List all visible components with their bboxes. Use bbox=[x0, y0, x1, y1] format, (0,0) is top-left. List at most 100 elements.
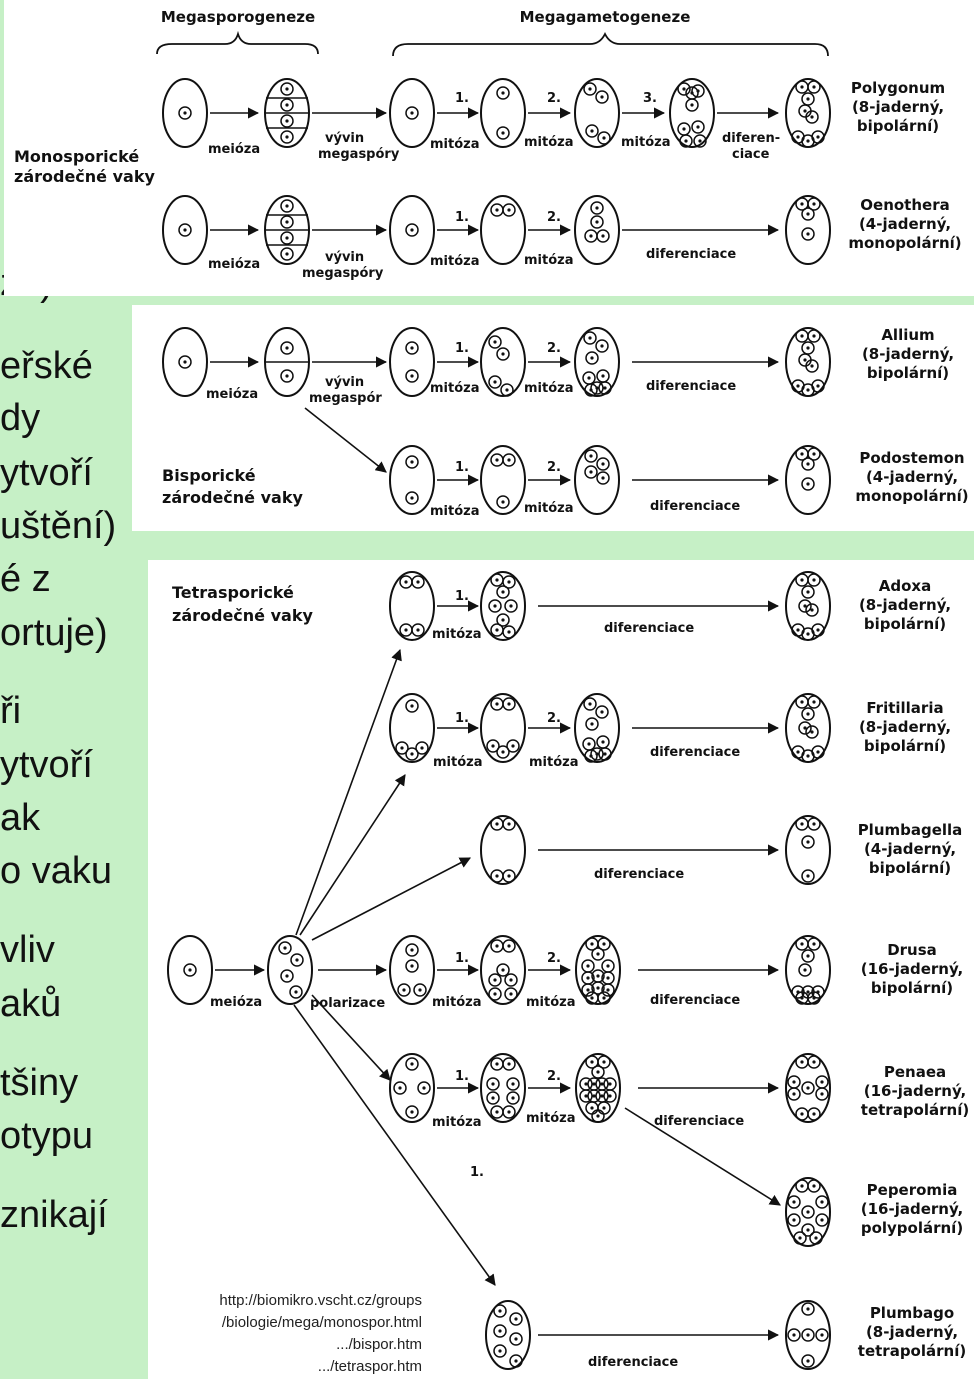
nucleolus bbox=[495, 822, 499, 826]
type-penaea-line-2: tetrapolární) bbox=[861, 1101, 969, 1119]
nucleolus bbox=[812, 452, 816, 456]
embryo-sac bbox=[575, 935, 621, 1005]
nucleus bbox=[502, 869, 516, 883]
nucleus bbox=[280, 130, 294, 144]
nucleolus bbox=[410, 704, 414, 708]
nucleus bbox=[178, 106, 192, 120]
nucleolus bbox=[682, 127, 686, 131]
background-text-3: ytvoří bbox=[0, 452, 93, 494]
nucleolus bbox=[806, 1228, 810, 1232]
nucleolus bbox=[820, 1080, 824, 1084]
nucleus bbox=[496, 126, 510, 140]
nucleolus bbox=[596, 974, 600, 978]
background-text-7: ři bbox=[0, 690, 22, 732]
nucleolus bbox=[812, 85, 816, 89]
group-bi-title: Bisporické bbox=[162, 466, 256, 485]
nucleolus bbox=[589, 234, 593, 238]
nucleolus bbox=[803, 968, 807, 972]
nucleolus bbox=[601, 740, 605, 744]
nucleus bbox=[793, 1231, 807, 1245]
nucleus bbox=[590, 381, 604, 395]
nucleus bbox=[811, 130, 825, 144]
nucleus bbox=[787, 1328, 801, 1342]
nucleolus bbox=[792, 1333, 796, 1337]
label: mitóza bbox=[621, 135, 671, 150]
arrow bbox=[624, 1107, 781, 1206]
nucleus bbox=[502, 817, 516, 831]
nucleus bbox=[496, 613, 510, 627]
nucleolus bbox=[806, 97, 810, 101]
nucleus bbox=[603, 1089, 617, 1103]
nucleolus bbox=[410, 460, 414, 464]
nucleolus bbox=[816, 750, 820, 754]
nucleolus bbox=[800, 996, 804, 1000]
nucleus bbox=[579, 1089, 593, 1103]
nucleus bbox=[595, 339, 609, 353]
label: 1. bbox=[470, 1165, 484, 1180]
nucleus bbox=[509, 1312, 523, 1326]
nucleus bbox=[685, 86, 699, 100]
nucleolus bbox=[601, 374, 605, 378]
embryo-sac bbox=[389, 571, 435, 641]
nucleolus bbox=[501, 91, 505, 95]
nucleolus bbox=[410, 964, 414, 968]
nucleolus bbox=[507, 630, 511, 634]
nucleus bbox=[280, 199, 294, 213]
nucleolus bbox=[418, 988, 422, 992]
megaspore-tetrad bbox=[264, 195, 310, 265]
nucleolus bbox=[422, 1086, 426, 1090]
nucleus bbox=[486, 1091, 500, 1105]
nucleolus bbox=[285, 220, 289, 224]
background-text-15: znikají bbox=[0, 1194, 108, 1236]
nucleolus bbox=[507, 580, 511, 584]
nucleolus bbox=[495, 1062, 499, 1066]
source-line-3[interactable]: .../bispor.htm bbox=[336, 1336, 422, 1353]
nucleolus bbox=[410, 228, 414, 232]
label: mitóza bbox=[430, 254, 480, 269]
nucleolus bbox=[501, 618, 505, 622]
background-text-12: aků bbox=[0, 983, 62, 1025]
embryo-sac bbox=[785, 445, 831, 515]
nucleolus bbox=[803, 109, 807, 113]
nucleolus bbox=[586, 976, 590, 980]
source-line-4[interactable]: .../tetraspor.htm bbox=[317, 1358, 422, 1375]
nucleolus bbox=[796, 750, 800, 754]
nucleus bbox=[801, 457, 815, 471]
background-text-9: ak bbox=[0, 797, 41, 839]
label: mitóza bbox=[524, 253, 574, 268]
type-polygonum-line-1: (8-jaderný, bbox=[852, 98, 944, 116]
nucleolus bbox=[816, 384, 820, 388]
nucleolus bbox=[590, 942, 594, 946]
type-oenothera-line-2: monopolární) bbox=[848, 234, 961, 252]
label: diferenciace bbox=[588, 1355, 678, 1370]
source-line-2[interactable]: /biologie/mega/monospor.html bbox=[221, 1314, 422, 1331]
type-peperomia-line-1: (16-jaderný, bbox=[861, 1200, 964, 1218]
embryo-sac bbox=[480, 693, 526, 763]
nucleolus bbox=[800, 452, 804, 456]
type-plumbagella-line-2: bipolární) bbox=[869, 859, 951, 877]
nucleus bbox=[591, 1065, 605, 1079]
nucleolus bbox=[800, 700, 804, 704]
nucleus bbox=[280, 247, 294, 261]
nucleolus bbox=[507, 458, 511, 462]
nucleus bbox=[807, 197, 821, 211]
nucleolus bbox=[800, 1112, 804, 1116]
nucleolus bbox=[491, 1082, 495, 1086]
nucleus bbox=[502, 939, 516, 953]
nucleus bbox=[598, 747, 612, 761]
source-line-1[interactable]: http://biomikro.vscht.cz/groups bbox=[219, 1292, 422, 1309]
nucleus bbox=[597, 991, 611, 1005]
nucleolus bbox=[820, 1333, 824, 1337]
nucleolus bbox=[601, 476, 605, 480]
type-drusa-line-2: bipolární) bbox=[871, 979, 953, 997]
nucleus bbox=[496, 745, 510, 759]
nucleus bbox=[496, 86, 510, 100]
nucleolus bbox=[820, 1200, 824, 1204]
nucleolus bbox=[698, 139, 702, 143]
megaspore-dyad bbox=[264, 327, 310, 397]
label: 3. bbox=[643, 91, 657, 106]
nucleus bbox=[583, 82, 597, 96]
nucleus bbox=[801, 949, 815, 963]
nucleus bbox=[405, 223, 419, 237]
type-plumbago-line-2: tetrapolární) bbox=[858, 1342, 966, 1360]
